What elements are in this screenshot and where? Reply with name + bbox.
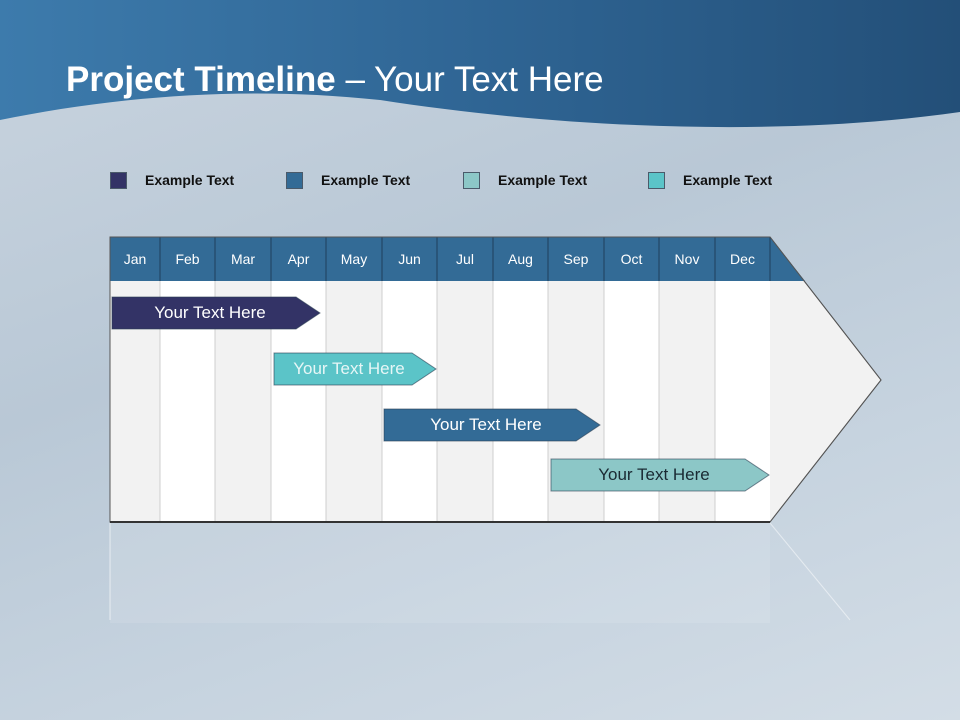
month-label: Feb [175,251,200,267]
task-label: Your Text Here [598,465,710,484]
month-label: Dec [730,251,755,267]
month-column [326,281,382,522]
month-label: Oct [620,251,643,267]
title-rest: – Your Text Here [335,60,604,99]
task-bar [111,296,321,330]
month-column [493,281,548,522]
reflection-edge [769,522,851,621]
legend-swatch [463,171,480,189]
legend-swatch [110,171,127,189]
title-bold: Project Timeline [66,60,336,99]
timeline-arrow-outline [109,236,882,523]
header-band [0,0,960,128]
month-label: Aug [508,251,533,267]
month-label: Jun [398,251,421,267]
legend-item: Example Text [463,170,587,190]
task-label: Your Text Here [293,359,405,378]
month-label: Mar [230,251,256,267]
month-label: Apr [287,251,310,267]
month-label: May [340,251,368,267]
legend-swatch [286,171,303,189]
month-label: Jul [456,251,474,267]
month-label: Nov [674,251,700,267]
chart-reflection [110,523,770,623]
legend-label: Example Text [498,172,588,188]
slide-title: Project Timeline – Your Text Here [66,60,604,100]
legend-item: Example Text [648,170,772,190]
month-label: Jan [123,251,147,267]
month-column [437,281,493,522]
legend-item: Example Text [110,170,234,190]
task-bar [550,458,770,492]
month-label: Sep [563,251,589,267]
task-bar [383,408,601,442]
month-header-band [110,237,805,281]
legend-swatch [648,171,665,189]
month-column [382,281,437,522]
legend-label: Example Text [683,172,773,188]
task-bar [273,352,437,386]
legend-label: Example Text [321,172,411,188]
task-label: Your Text Here [154,303,266,322]
legend-item: Example Text [286,170,410,190]
legend-label: Example Text [145,172,235,188]
task-label: Your Text Here [430,415,542,434]
